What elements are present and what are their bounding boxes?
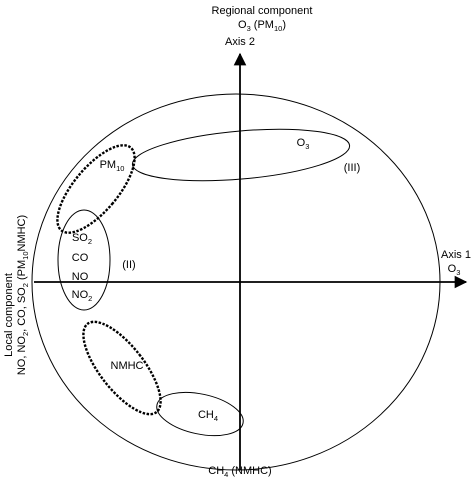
local-component-title: Local component: [3, 273, 15, 357]
axis-1-label: Axis 1: [441, 249, 471, 261]
regional-component-label: O3 (PM10): [238, 19, 286, 33]
no2-variable-label: NO2: [72, 289, 93, 303]
group-iii-label: (III): [344, 162, 361, 174]
no-variable-label: NO: [72, 271, 89, 283]
group-ii-ellipse: [57, 209, 111, 311]
group-ii-label: (II): [122, 259, 135, 271]
axis-2-label: Axis 2: [225, 36, 255, 48]
bottom-axis-label: CH4 (NMHC): [208, 465, 271, 479]
axis-1-variable: O3: [448, 263, 461, 277]
co-variable-label: CO: [72, 252, 89, 264]
so2-variable-label: SO2: [72, 232, 92, 246]
ch4-ellipse: [156, 391, 244, 437]
o3-variable-label: O3: [297, 137, 310, 151]
local-component-vars-group: NO, NO2, CO, SO2 (PM10NMHC): [16, 215, 30, 375]
nmhc-ellipse: [82, 320, 162, 416]
local-component-variables: NO, NO2, CO, SO2 (PM10NMHC): [16, 215, 30, 375]
regional-component-title: Regional component: [212, 5, 313, 17]
local-component-title-group: Local component: [3, 273, 15, 357]
nmhc-variable-label: NMHC: [111, 360, 144, 372]
group-iii-ellipse: [131, 128, 351, 182]
pm10-variable-label: PM10: [100, 159, 125, 173]
pm10-ellipse: [56, 144, 136, 234]
ch4-variable-label: CH4: [198, 409, 218, 423]
